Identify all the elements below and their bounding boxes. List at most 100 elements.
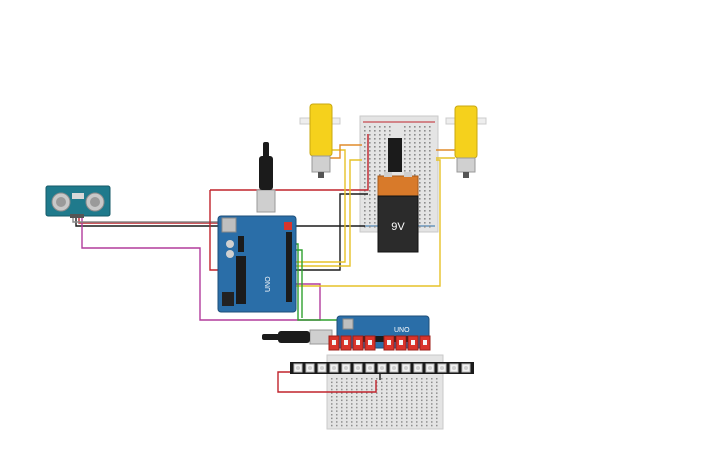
breadboard-hole	[419, 182, 421, 184]
breadboard-hole	[386, 392, 388, 394]
breadboard-hole	[351, 399, 353, 402]
breadboard-hole	[381, 417, 383, 420]
arduino-uno-main[interactable]: UNO	[217, 215, 297, 313]
breadboard-hole	[356, 414, 358, 416]
breadboard-hole	[396, 385, 398, 387]
breadboard-hole	[361, 410, 363, 412]
breadboard-hole	[386, 410, 388, 412]
breadboard-hole	[364, 146, 366, 148]
neopixel-led-center	[428, 366, 432, 370]
breadboard-hole	[381, 403, 383, 405]
breadboard-hole	[409, 126, 411, 128]
neopixel-led-center	[332, 366, 336, 370]
wire-yellow-2	[295, 149, 346, 263]
breadboard-hole	[361, 385, 363, 387]
breadboard-hole	[381, 396, 383, 398]
breadboard-hole	[406, 385, 408, 387]
breadboard-hole	[364, 190, 366, 192]
breadboard-hole	[371, 385, 373, 387]
breadboard-hole	[346, 406, 348, 409]
breadboard-hole	[414, 126, 416, 128]
breadboard-hole	[429, 178, 431, 180]
breadboard-hole	[369, 202, 371, 204]
breadboard-hole	[396, 410, 398, 412]
breadboard-hole	[409, 170, 411, 172]
breadboard-hole	[431, 381, 433, 384]
breadboard-hole	[364, 202, 366, 204]
breadboard-hole	[369, 198, 371, 200]
breadboard-hole	[421, 396, 423, 398]
breadboard-hole	[426, 403, 428, 405]
breadboard-hole	[364, 182, 366, 184]
breadboard-hole	[341, 421, 343, 423]
breadboard-hole	[379, 134, 381, 136]
breadboard-hole	[346, 399, 348, 402]
breadboard-hole	[436, 414, 438, 416]
breadboard-hole	[374, 190, 376, 192]
breadboard-hole	[371, 378, 373, 380]
breadboard-hole	[431, 421, 433, 423]
breadboard-hole	[401, 403, 403, 405]
ultrasonic-sensor[interactable]	[45, 185, 111, 218]
breadboard-hole	[364, 214, 366, 216]
breadboard-hole	[381, 392, 383, 394]
arduino-uno-label: UNO	[265, 276, 272, 292]
breadboard-hole	[436, 421, 438, 423]
breadboard-hole	[424, 126, 426, 128]
breadboard-hole	[411, 417, 413, 420]
breadboard-hole	[429, 130, 431, 132]
breadboard-hole	[346, 392, 348, 394]
breadboard-hole	[406, 381, 408, 384]
breadboard-hole	[331, 421, 333, 423]
battery-9v[interactable]: 9V	[377, 172, 419, 253]
breadboard-hole	[364, 126, 366, 128]
breadboard-hole	[411, 406, 413, 409]
breadboard-hole	[381, 388, 383, 391]
breadboard-hole	[429, 170, 431, 172]
breadboard-hole	[419, 226, 421, 228]
breadboard-hole	[366, 403, 368, 405]
breadboard-hole	[391, 406, 393, 409]
dc-motor-right[interactable]	[445, 105, 487, 178]
neopixel-strip[interactable]	[290, 362, 474, 374]
breadboard-hole	[376, 406, 378, 409]
breadboard-hole	[414, 138, 416, 140]
breadboard-hole	[429, 174, 431, 176]
breadboard-hole	[421, 421, 423, 423]
breadboard-hole	[364, 154, 366, 156]
breadboard-hole	[406, 417, 408, 420]
breadboard-hole	[436, 381, 438, 384]
breadboard-hole	[361, 406, 363, 409]
breadboard-hole	[336, 410, 338, 412]
breadboard-hole	[371, 406, 373, 409]
breadboard-hole	[404, 154, 406, 156]
dc-motor-left[interactable]	[299, 103, 341, 178]
breadboard-hole	[384, 150, 386, 152]
breadboard-hole	[386, 406, 388, 409]
breadboard-hole	[391, 403, 393, 405]
breadboard-hole	[371, 410, 373, 412]
breadboard-hole	[366, 406, 368, 409]
breadboard-hole	[436, 410, 438, 412]
breadboard-hole	[421, 406, 423, 409]
breadboard-hole	[431, 414, 433, 416]
breadboard-hole	[331, 388, 333, 391]
breadboard-hole	[351, 388, 353, 391]
breadboard-hole	[346, 410, 348, 412]
breadboard-hole	[336, 378, 338, 380]
breadboard-hole	[416, 392, 418, 394]
breadboard-hole	[429, 150, 431, 152]
breadboard-hole	[416, 378, 418, 380]
breadboard-hole	[374, 210, 376, 212]
breadboard-hole	[356, 392, 358, 394]
breadboard-hole	[346, 417, 348, 420]
breadboard-hole	[369, 154, 371, 156]
breadboard-hole	[401, 424, 403, 427]
breadboard-hole	[376, 424, 378, 427]
breadboard-hole	[381, 421, 383, 423]
breadboard-hole	[391, 410, 393, 412]
breadboard-hole	[331, 378, 333, 380]
breadboard-hole	[341, 381, 343, 384]
breadboard-hole	[361, 388, 363, 391]
breadboard-hole	[436, 399, 438, 402]
